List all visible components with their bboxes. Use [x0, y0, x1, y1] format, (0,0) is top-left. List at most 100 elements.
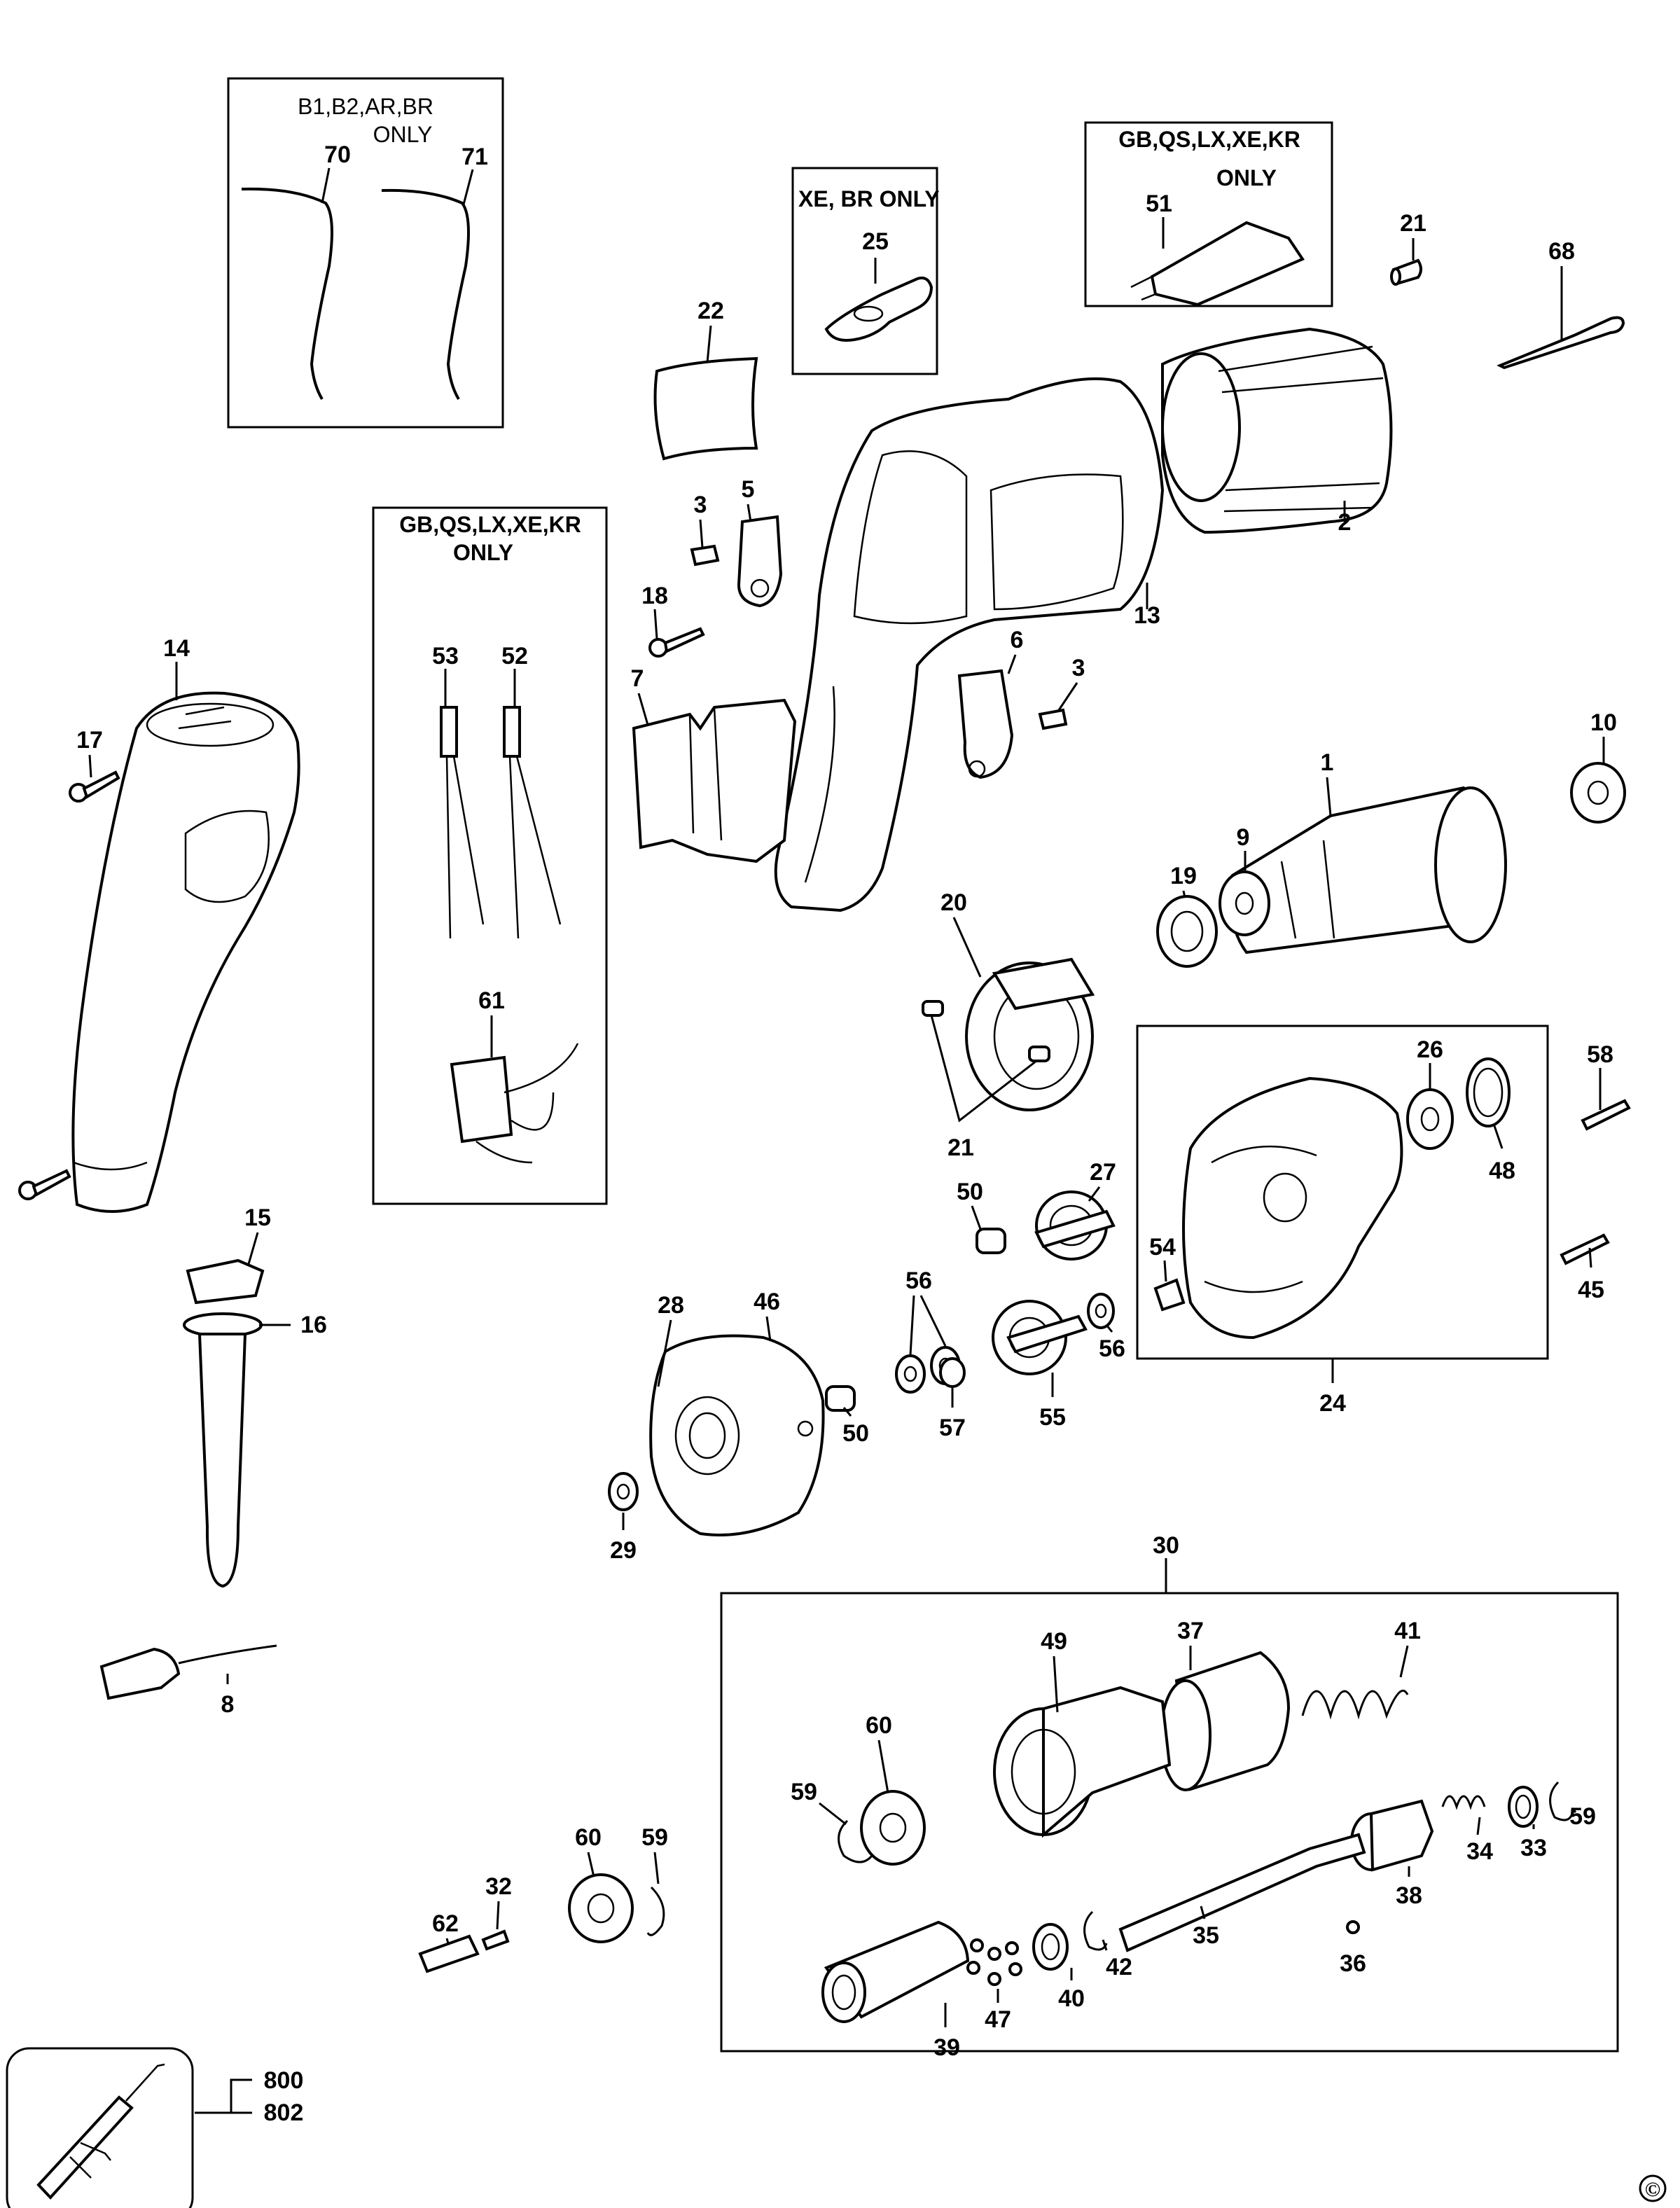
part-label: 57 [939, 1415, 966, 1441]
group-caption: XE, BR ONLY [798, 186, 940, 211]
part-46-plate[interactable]: 28 46 [649, 1289, 825, 1536]
part-label: 59 [641, 1824, 668, 1851]
part-17-screw-lower[interactable] [18, 1169, 71, 1200]
part-49-collar[interactable]: 49 [993, 1628, 1172, 1838]
part-50-bushing[interactable]: 50 [957, 1179, 1006, 1254]
group-box-25: XE, BR ONLY 25 [791, 167, 940, 375]
part-15-clamp[interactable]: 15 [186, 1204, 271, 1305]
part-label: 20 [940, 889, 967, 916]
part-label: 47 [985, 2006, 1011, 2033]
part-label: 7 [631, 665, 644, 692]
part-label: 14 [163, 635, 190, 662]
part-54-bearing[interactable]: 54 [1149, 1234, 1186, 1312]
part-38-sleeve[interactable]: 38 [1350, 1799, 1434, 1909]
part-label: 60 [866, 1712, 892, 1739]
part-label: 25 [862, 228, 889, 255]
part-label: 5 [742, 476, 755, 503]
part-57-nut[interactable]: 57 [939, 1357, 966, 1441]
part-68-screw[interactable]: 68 [1497, 238, 1625, 370]
part-label: 62 [432, 1910, 459, 1937]
part-26-bearing[interactable]: 26 [1406, 1036, 1454, 1150]
part-71-cord[interactable]: 71 [381, 144, 488, 401]
part-47-balls[interactable]: 47 [966, 1938, 1022, 2033]
part-2-field[interactable]: 2 [1161, 327, 1393, 536]
part-7-switch[interactable]: 7 [631, 665, 797, 863]
part-17-screw[interactable]: 17 [69, 727, 120, 803]
part-25-cover[interactable]: 25 [824, 228, 933, 342]
part-58-screw[interactable]: 58 [1581, 1041, 1631, 1131]
part-13-housing[interactable]: 13 [774, 377, 1165, 912]
part-40-washer[interactable]: 40 [1032, 1923, 1085, 2012]
part-10-bearing[interactable]: 10 [1570, 709, 1626, 824]
part-5-brush-holder[interactable]: 5 [737, 476, 783, 608]
part-3-brush-2[interactable]: 3 [1038, 655, 1085, 730]
part-label: 38 [1396, 1882, 1422, 1909]
part-51-module[interactable]: 51 [1130, 190, 1305, 307]
part-70-cord[interactable]: 70 [241, 141, 351, 401]
part-label: 6 [1011, 627, 1024, 653]
part-label: 68 [1548, 238, 1575, 265]
part-22-label[interactable]: 22 [653, 298, 758, 461]
part-label: 17 [76, 727, 103, 754]
part-8-cord[interactable]: 8 [99, 1644, 277, 1718]
part-label: 15 [244, 1204, 271, 1231]
part-3-brush[interactable]: 3 [690, 492, 720, 567]
part-41-spring[interactable]: 41 [1301, 1618, 1421, 1720]
part-59-ring-right[interactable]: 59 [1549, 1781, 1596, 1830]
part-label: 18 [641, 583, 668, 609]
part-label: 28 [658, 1292, 684, 1319]
part-27-gear[interactable]: 27 [1034, 1159, 1116, 1261]
group-box-gear-case: 26 48 54 [1136, 1025, 1549, 1360]
part-45-screw[interactable]: 45 [1560, 1233, 1610, 1303]
part-label: 48 [1489, 1158, 1515, 1184]
part-label: 800 [264, 2067, 304, 2094]
part-32-bit[interactable]: 32 [481, 1873, 512, 1951]
part-20-brush-ring[interactable]: 20 [940, 889, 1095, 1111]
part-label: 26 [1417, 1036, 1443, 1063]
part-label: 3 [694, 492, 707, 518]
part-label: 27 [1090, 1159, 1116, 1186]
part-label: 40 [1058, 1985, 1085, 2012]
part-53-wire[interactable]: 53 [432, 643, 485, 939]
part-50-bushing-2[interactable]: 50 [825, 1385, 869, 1447]
part-36-ball[interactable]: 36 [1340, 1920, 1366, 1977]
part-6-brush-holder[interactable]: 6 [957, 627, 1024, 779]
part-60-clutch-ring[interactable]: 60 [860, 1712, 926, 1866]
part-14-handle[interactable]: 14 [71, 635, 300, 1213]
part-60-clutch-ring-2[interactable]: 60 [568, 1824, 634, 1943]
accessory-box[interactable]: 800 802 [6, 2047, 304, 2208]
part-label: 71 [461, 144, 488, 170]
part-59-ring[interactable]: 59 [791, 1779, 873, 1863]
part-21-pins[interactable]: 21 [922, 1000, 1050, 1161]
part-33-washer[interactable]: 33 [1508, 1786, 1547, 1861]
part-59-ring-2[interactable]: 59 [641, 1824, 668, 1936]
part-label: 32 [485, 1873, 512, 1900]
part-62-bit-holder[interactable]: 62 [418, 1910, 480, 1973]
part-48-washer[interactable]: 48 [1466, 1057, 1515, 1184]
part-label: 13 [1134, 602, 1160, 629]
part-29-washer[interactable]: 29 [608, 1472, 639, 1564]
part-label: 45 [1578, 1277, 1604, 1303]
part-18-screw[interactable]: 18 [641, 583, 705, 658]
part-55-gear[interactable]: 55 [992, 1300, 1088, 1431]
part-56-washer-right[interactable]: 56 [1087, 1293, 1125, 1362]
part-label: 53 [432, 643, 459, 669]
part-35-spindle[interactable]: 35 [1118, 1833, 1366, 1952]
part-34-spring[interactable]: 34 [1441, 1795, 1493, 1865]
part-39-nose[interactable]: 39 [821, 1920, 970, 2061]
part-24-gear-case[interactable] [1182, 1076, 1403, 1340]
part-9-bearing[interactable]: 9 [1219, 824, 1270, 936]
part-16-cord-protector[interactable]: 16 [183, 1312, 327, 1588]
part-61-switch[interactable]: 61 [450, 987, 579, 1164]
part-label: 2 [1338, 509, 1352, 536]
part-52-wire[interactable]: 52 [501, 643, 562, 939]
part-19-ring[interactable]: 19 [1156, 863, 1218, 968]
part-label: 8 [221, 1691, 235, 1718]
part-37-sleeve[interactable]: 37 [1160, 1618, 1291, 1791]
part-42-ring[interactable]: 42 [1083, 1910, 1132, 1980]
part-21-pin[interactable]: 21 [1390, 210, 1426, 286]
part-label: 37 [1177, 1618, 1204, 1644]
part-1-armature[interactable]: 1 [1229, 749, 1508, 954]
group-caption: B1,B2,AR,BR [298, 94, 433, 119]
